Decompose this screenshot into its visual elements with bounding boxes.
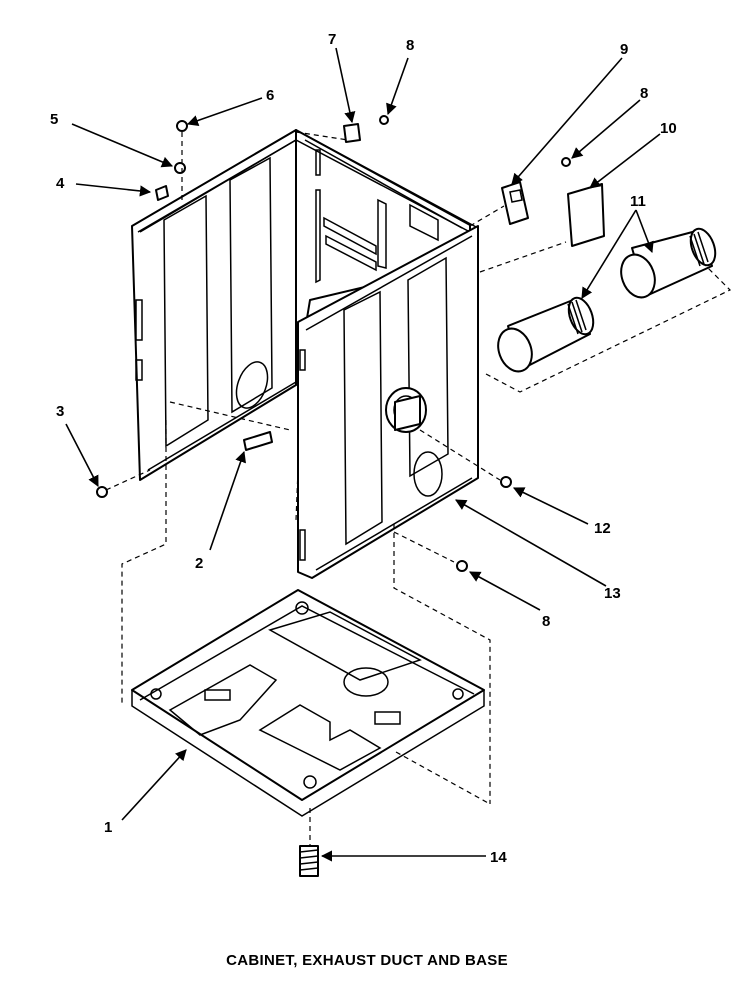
callout-4: 4 xyxy=(56,175,65,192)
callout-6: 6 xyxy=(266,87,274,104)
diagram-caption: CABINET, EXHAUST DUCT AND BASE xyxy=(226,952,508,969)
callout-11: 11 xyxy=(630,193,646,210)
callout-labels: 1 2 3 4 5 6 7 8 9 8 10 11 12 13 8 14 xyxy=(50,31,677,866)
callout-13: 13 xyxy=(604,585,621,602)
cover-plate-icon xyxy=(567,183,605,247)
leader-arrows xyxy=(65,47,661,862)
assembly-lines xyxy=(105,131,732,846)
callout-8-top: 8 xyxy=(406,37,414,54)
callout-3: 3 xyxy=(56,403,64,420)
callout-5: 5 xyxy=(50,111,58,128)
exhaust-duct-tubes xyxy=(497,227,717,373)
callout-1: 1 xyxy=(104,819,112,836)
callout-10: 10 xyxy=(660,120,677,137)
duct-clamp-icon xyxy=(501,181,529,225)
leveling-leg-icon xyxy=(299,845,319,877)
clip-icon xyxy=(343,123,361,143)
callout-8-bottom: 8 xyxy=(542,613,550,630)
base-pan xyxy=(131,589,485,817)
callout-14: 14 xyxy=(490,849,507,866)
callout-7: 7 xyxy=(328,31,336,48)
callout-9: 9 xyxy=(620,41,628,58)
screw-icons xyxy=(96,115,571,572)
cabinet-right-panel xyxy=(297,225,479,579)
callout-2: 2 xyxy=(195,555,203,572)
callout-8-right: 8 xyxy=(640,85,648,102)
callout-12: 12 xyxy=(594,520,611,537)
